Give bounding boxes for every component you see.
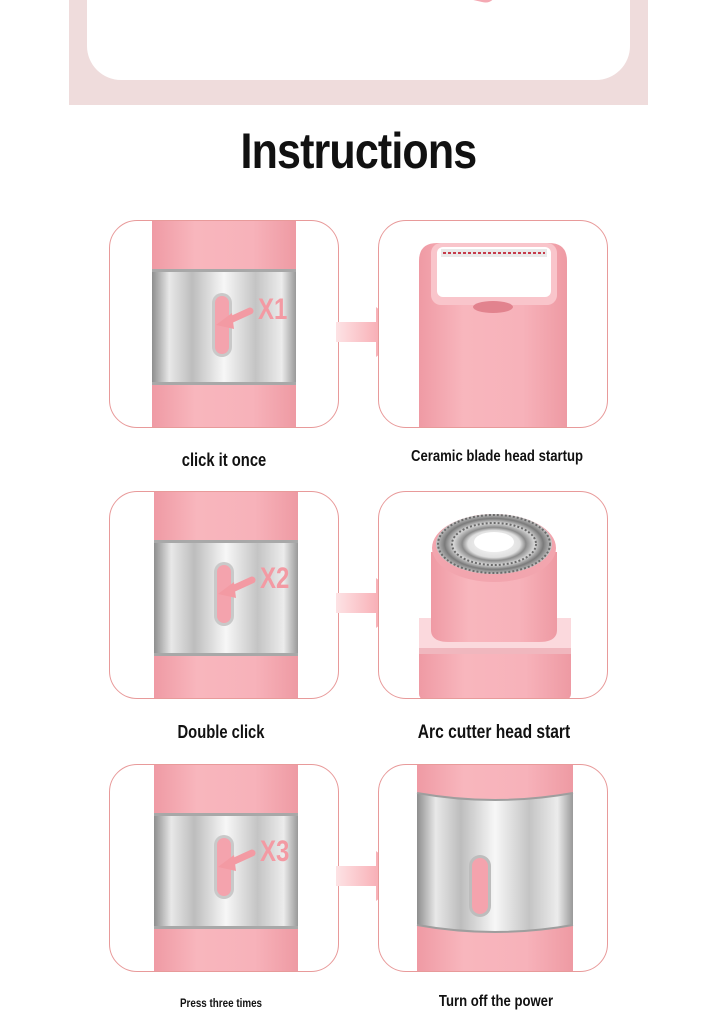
- step2-left-caption: Double click: [177, 722, 265, 742]
- shaver-head-image: [473, 0, 493, 3]
- step1-left-panel: X1: [109, 220, 339, 428]
- top-product-card: [87, 0, 630, 80]
- step3-left-panel: X3: [109, 764, 339, 972]
- press-label: X2: [260, 562, 290, 595]
- press-label: X1: [258, 293, 288, 326]
- step3-left-caption: Press three times: [179, 996, 263, 1010]
- step2-left-panel: X2: [109, 491, 339, 699]
- step3-right-panel: [378, 764, 608, 972]
- step1-right-caption: Ceramic blade head startup: [410, 448, 584, 465]
- press-label: X3: [260, 835, 290, 868]
- step2-right-panel: [378, 491, 608, 699]
- step1-left-caption: click it once: [181, 450, 267, 470]
- step2-right-caption: Arc cutter head start: [417, 722, 571, 743]
- page-title: Instructions: [240, 123, 478, 179]
- step1-right-panel: [378, 220, 608, 428]
- top-product-banner: [69, 0, 648, 105]
- step3-right-caption: Turn off the power: [438, 993, 554, 1010]
